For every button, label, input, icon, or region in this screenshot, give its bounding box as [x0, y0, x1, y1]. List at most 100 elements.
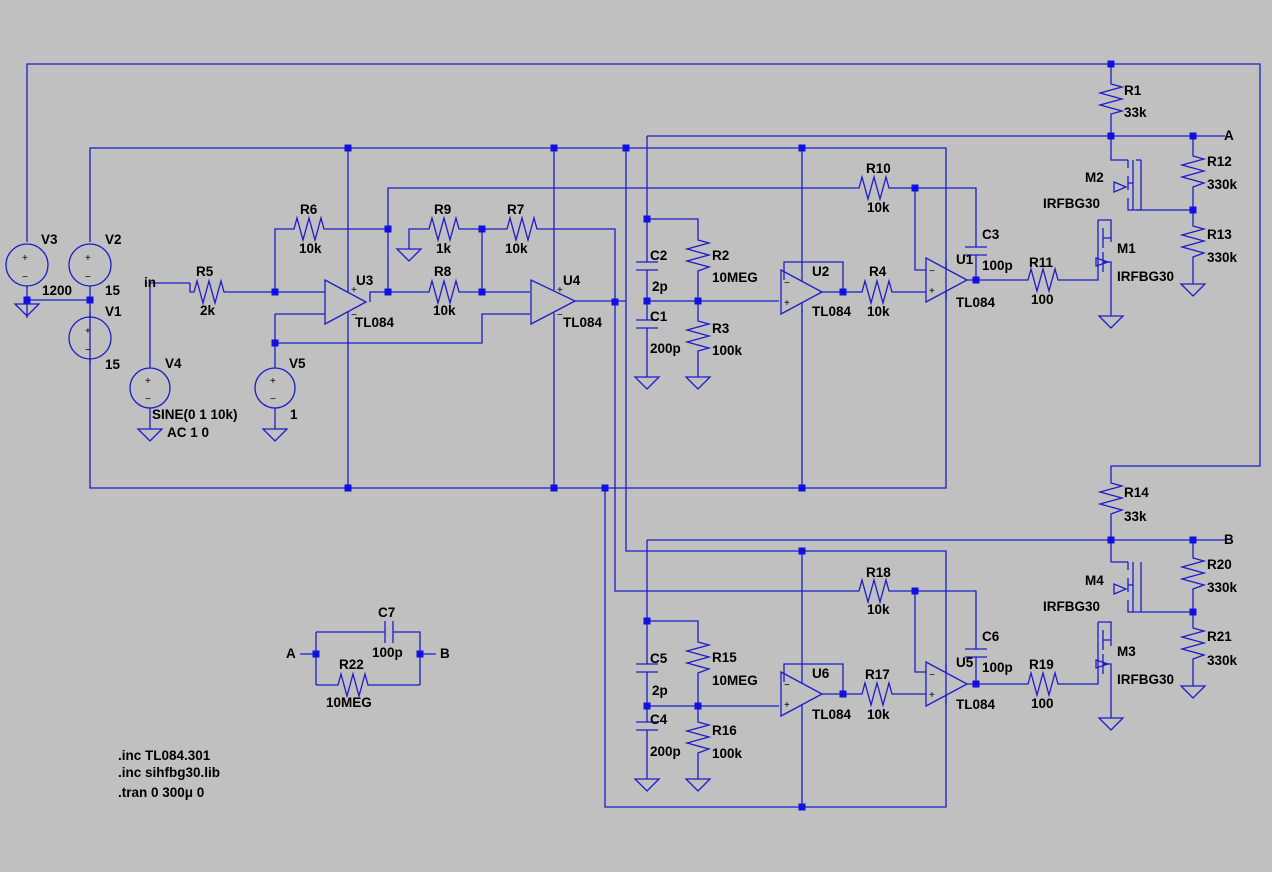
label-r22: R22 [339, 657, 364, 672]
resistor-r1[interactable] [1097, 80, 1125, 118]
capacitor-c6[interactable] [965, 640, 987, 664]
value-r10: 10k [867, 200, 890, 215]
capacitors [382, 240, 987, 746]
junction-dot [694, 297, 702, 305]
resistor-r20[interactable] [1179, 552, 1207, 596]
mosfet-m2[interactable] [1113, 159, 1142, 211]
resistor-r14[interactable] [1097, 477, 1125, 520]
source-v5[interactable]: +− [254, 367, 296, 425]
junction-dot [478, 288, 486, 296]
spice-directive: .inc sihfbg30.lib [118, 765, 220, 780]
resistor-r5[interactable] [189, 278, 228, 306]
label-c4: C4 [650, 712, 668, 727]
resistor-r16[interactable] [684, 716, 712, 760]
capacitor-c1[interactable] [636, 319, 658, 345]
label-r13: R13 [1207, 227, 1232, 242]
junction-dot [601, 484, 609, 492]
label-v5: V5 [289, 356, 306, 371]
svg-text:−: − [270, 394, 276, 405]
label-r2: R2 [712, 248, 729, 263]
value-u2: TL084 [812, 304, 852, 319]
junction-dot [798, 484, 806, 492]
label-u1: U1 [956, 252, 974, 267]
value-r14: 33k [1124, 509, 1147, 524]
opamp-u1[interactable]: −+ [925, 256, 969, 304]
resistor-r13[interactable] [1179, 220, 1207, 260]
svg-text:+: + [557, 285, 563, 296]
svg-text:−: − [85, 272, 91, 283]
capacitor-c2[interactable] [636, 261, 658, 287]
resistor-r6[interactable] [290, 215, 328, 243]
value-u4: TL084 [563, 315, 603, 330]
capacitor-c7[interactable] [382, 621, 396, 643]
value-r1: 33k [1124, 105, 1147, 120]
opamp-u4[interactable]: +− [530, 278, 577, 330]
opamp-u6[interactable]: −+ [780, 670, 824, 718]
value-v3: 1200 [42, 283, 72, 298]
resistor-r17[interactable] [858, 680, 896, 708]
resistor-r15[interactable] [684, 636, 712, 680]
capacitor-c5[interactable] [636, 663, 658, 690]
mosfet-m3[interactable] [1078, 622, 1112, 694]
resistor-r10[interactable] [855, 174, 893, 202]
value-r6: 10k [299, 241, 322, 256]
junction-dot [344, 144, 352, 152]
junction-dot [416, 650, 424, 658]
label-u4: U4 [563, 273, 581, 288]
label-r12: R12 [1207, 154, 1232, 169]
value-u1: TL084 [956, 295, 996, 310]
value-v4-sine: SINE(0 1 10k) [152, 407, 238, 422]
junctions [23, 60, 1197, 811]
label-c7: C7 [378, 605, 395, 620]
mosfet-m4[interactable] [1113, 562, 1142, 612]
source-v4[interactable]: +− [129, 367, 171, 425]
resistor-r3[interactable] [684, 315, 712, 355]
junction-dot [643, 617, 651, 625]
resistor-r7[interactable] [503, 215, 541, 243]
label-u5: U5 [956, 655, 974, 670]
junction-dot [312, 650, 320, 658]
junction-dot [384, 288, 392, 296]
junction-dot [798, 803, 806, 811]
mosfet-m1[interactable] [1078, 220, 1112, 290]
opamp-u2[interactable]: −+ [780, 268, 824, 316]
value-v1: 15 [105, 357, 121, 372]
resistor-r8[interactable] [425, 278, 463, 306]
value-r20: 330k [1207, 580, 1238, 595]
resistors [189, 80, 1207, 760]
label-c2: C2 [650, 248, 667, 263]
value-c2: 2p [652, 279, 668, 294]
label-r6: R6 [300, 202, 318, 217]
value-c4: 200p [650, 744, 681, 759]
resistor-r18[interactable] [855, 577, 893, 605]
junction-dot [643, 297, 651, 305]
junction-dot [694, 702, 702, 710]
svg-text:−: − [351, 310, 357, 321]
svg-text:+: + [270, 376, 276, 387]
value-r7: 10k [505, 241, 528, 256]
opamp-u3[interactable]: +− [324, 278, 368, 326]
value-r16: 100k [712, 746, 743, 761]
svg-text:−: − [784, 278, 790, 289]
opamp-u5[interactable]: −+ [925, 660, 969, 708]
source-v3[interactable]: +− [5, 243, 49, 318]
value-c5: 2p [652, 683, 668, 698]
label-c5: C5 [650, 651, 668, 666]
junction-dot [1189, 206, 1197, 214]
resistor-r21[interactable] [1179, 622, 1207, 662]
capacitor-c4[interactable] [636, 721, 658, 746]
svg-text:+: + [929, 286, 935, 297]
resistor-r11[interactable] [1024, 266, 1062, 294]
resistor-r9[interactable] [425, 215, 463, 243]
resistor-r4[interactable] [858, 278, 896, 306]
resistor-r2[interactable] [684, 234, 712, 278]
ground-symbol [685, 774, 711, 792]
resistor-r19[interactable] [1024, 670, 1062, 698]
resistor-r22[interactable] [334, 671, 372, 699]
net-label-b: B [1224, 532, 1234, 547]
value-c3: 100p [982, 258, 1013, 273]
source-v1[interactable]: +− [68, 316, 112, 365]
resistor-r12[interactable] [1179, 150, 1207, 194]
capacitor-c3[interactable] [965, 240, 987, 262]
